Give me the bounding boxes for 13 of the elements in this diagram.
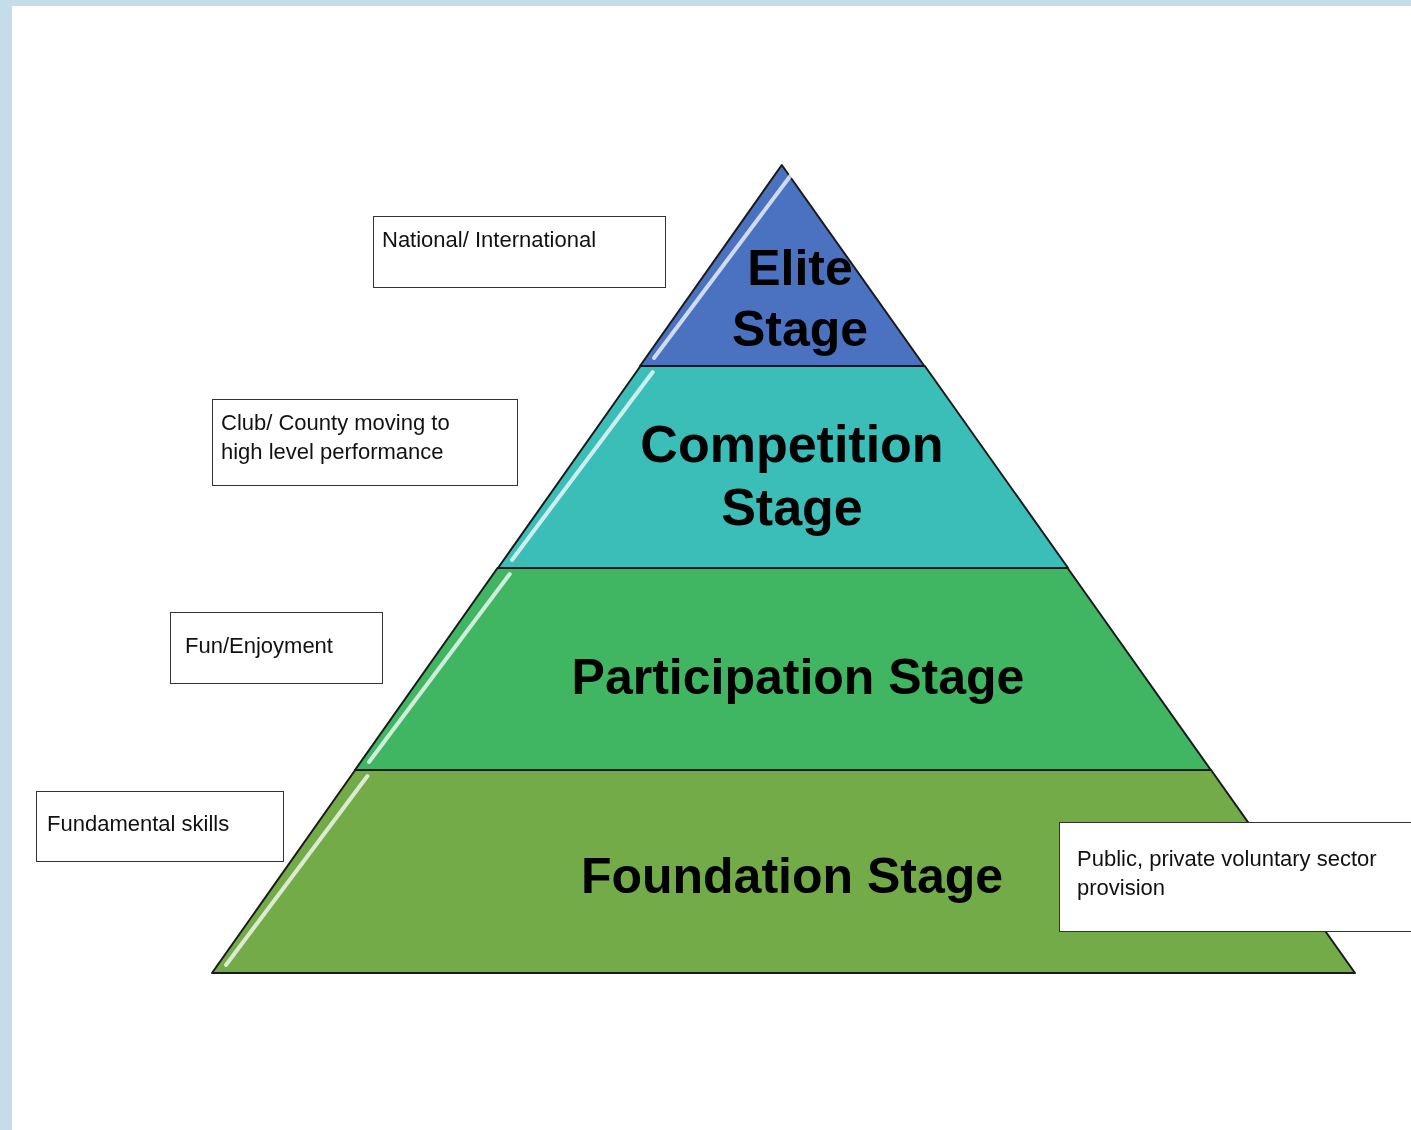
note-box	[170, 612, 383, 684]
note-text: Fundamental skills	[47, 810, 230, 838]
stage-label: Participation Stage	[570, 648, 1026, 707]
note-text: Fun/Enjoyment	[185, 632, 333, 660]
note-box	[212, 399, 518, 486]
note-text: Club/ County moving to high level performance	[221, 409, 451, 467]
note-text: National/ International	[382, 226, 597, 254]
stage-label: Elite Stage	[730, 239, 870, 359]
stage-label: Competition Stage	[639, 414, 945, 539]
note-box	[373, 216, 666, 288]
note-text: Public, private voluntary sector provision	[1077, 845, 1378, 903]
note-box	[36, 791, 284, 862]
note-box	[1059, 822, 1411, 932]
